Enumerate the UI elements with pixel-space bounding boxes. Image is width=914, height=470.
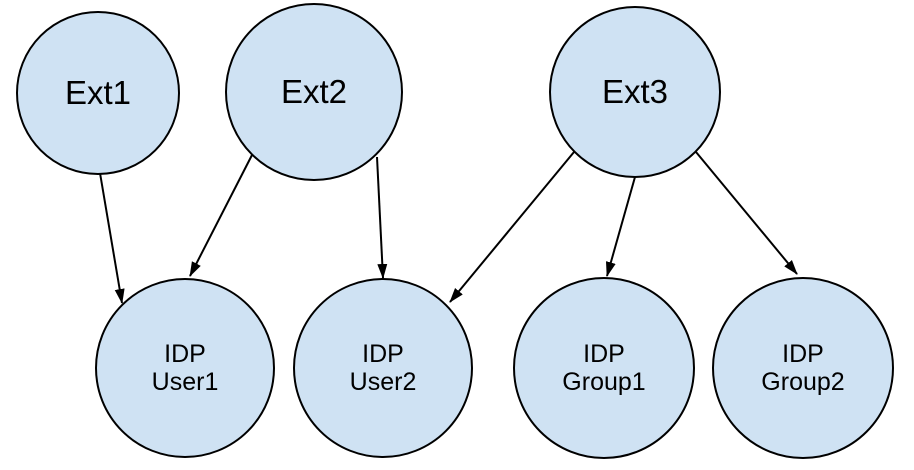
- node-layer: [16, 3, 894, 459]
- edge-ext3-to-idp-group2: [695, 151, 798, 275]
- node-ext2-circle: [225, 3, 403, 181]
- node-ext1-circle: [16, 11, 180, 175]
- node-idp-group2-circle: [712, 277, 894, 459]
- edge-ext3-to-idp-user2: [449, 151, 575, 303]
- node-ext3-circle: [549, 6, 721, 178]
- edge-ext2-to-idp-user2: [376, 156, 388, 279]
- edge-ext2-to-idp-user1: [189, 154, 253, 277]
- edge-layer: [99, 151, 798, 304]
- node-idp-user1-circle: [95, 278, 275, 458]
- edge-ext3-to-idp-group1: [605, 176, 636, 277]
- node-idp-group1-circle: [513, 277, 695, 459]
- node-idp-user2-circle: [293, 278, 473, 458]
- edge-ext1-to-idp-user1: [99, 172, 125, 304]
